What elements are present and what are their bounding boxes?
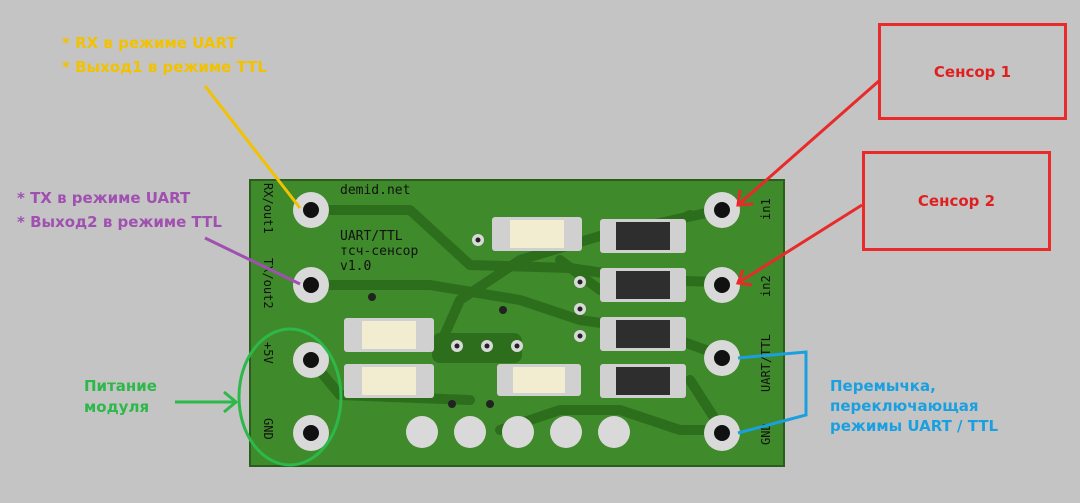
board-title-1: UART/TTL: [340, 229, 403, 244]
rx-annotation-line-1: * RX в режиме UART: [62, 34, 237, 52]
tx-annotation-line-1: * TX в режиме UART: [17, 189, 191, 207]
pin-label-gnd-right: GND: [759, 423, 773, 445]
sensor2-box: Сенсор 2: [862, 151, 1051, 251]
pin-label-uart-ttl: UART/TTL: [759, 334, 773, 392]
power-annotation-line-2: модуля: [84, 398, 150, 416]
board-title-2: тсч-сенсор: [340, 244, 418, 259]
jumper-bracket: [737, 350, 808, 435]
vias: [368, 234, 586, 408]
jumper-annotation-line-2: переключающая: [830, 397, 979, 415]
board-version: v1.0: [340, 259, 371, 274]
board-pads-area: [432, 333, 522, 363]
pin-label-in1: in1: [759, 198, 773, 220]
smd-dark-components: [600, 219, 686, 398]
power-pins-ellipse: [237, 327, 343, 467]
sensor2-label: Сенсор 2: [917, 192, 996, 210]
pin-label-gnd-left: GND: [261, 418, 275, 440]
sensor1-label: Сенсор 1: [933, 62, 1012, 81]
sensor2-arrow: [735, 203, 863, 287]
power-arrow: [175, 390, 239, 414]
jumper-annotation-line-1: Перемычка,: [830, 377, 936, 395]
rx-pointer-line: [203, 85, 302, 209]
pin-label-5v: +5V: [261, 342, 275, 364]
power-annotation: Питание модуля: [84, 376, 157, 418]
rx-annotation-line-2: * Выход1 в режиме TTL: [62, 58, 267, 76]
smd-cream-components: [344, 217, 582, 398]
pin-label-rx-out1: RX/out1: [261, 183, 275, 234]
jumper-annotation: Перемычка, переключающая режимы UART / T…: [830, 376, 998, 436]
pin-label-in2: in2: [759, 275, 773, 297]
sensor1-box: Сенсор 1: [878, 23, 1067, 120]
sensor1-arrow: [736, 78, 881, 207]
tx-annotation-line-2: * Выход2 в режиме TTL: [17, 213, 222, 231]
bottom-pads: [406, 416, 630, 448]
rx-annotation: * RX в режиме UART * Выход1 в режиме TTL: [62, 31, 267, 79]
left-pins: [293, 192, 329, 451]
tx-annotation: * TX в режиме UART * Выход2 в режиме TTL: [17, 186, 222, 234]
jumper-annotation-line-3: режимы UART / TTL: [830, 417, 999, 435]
tx-pointer-line: [204, 236, 301, 286]
right-pins: [704, 192, 740, 451]
power-annotation-line-1: Питание: [84, 377, 157, 395]
board-site-label: demid.net: [340, 183, 410, 198]
